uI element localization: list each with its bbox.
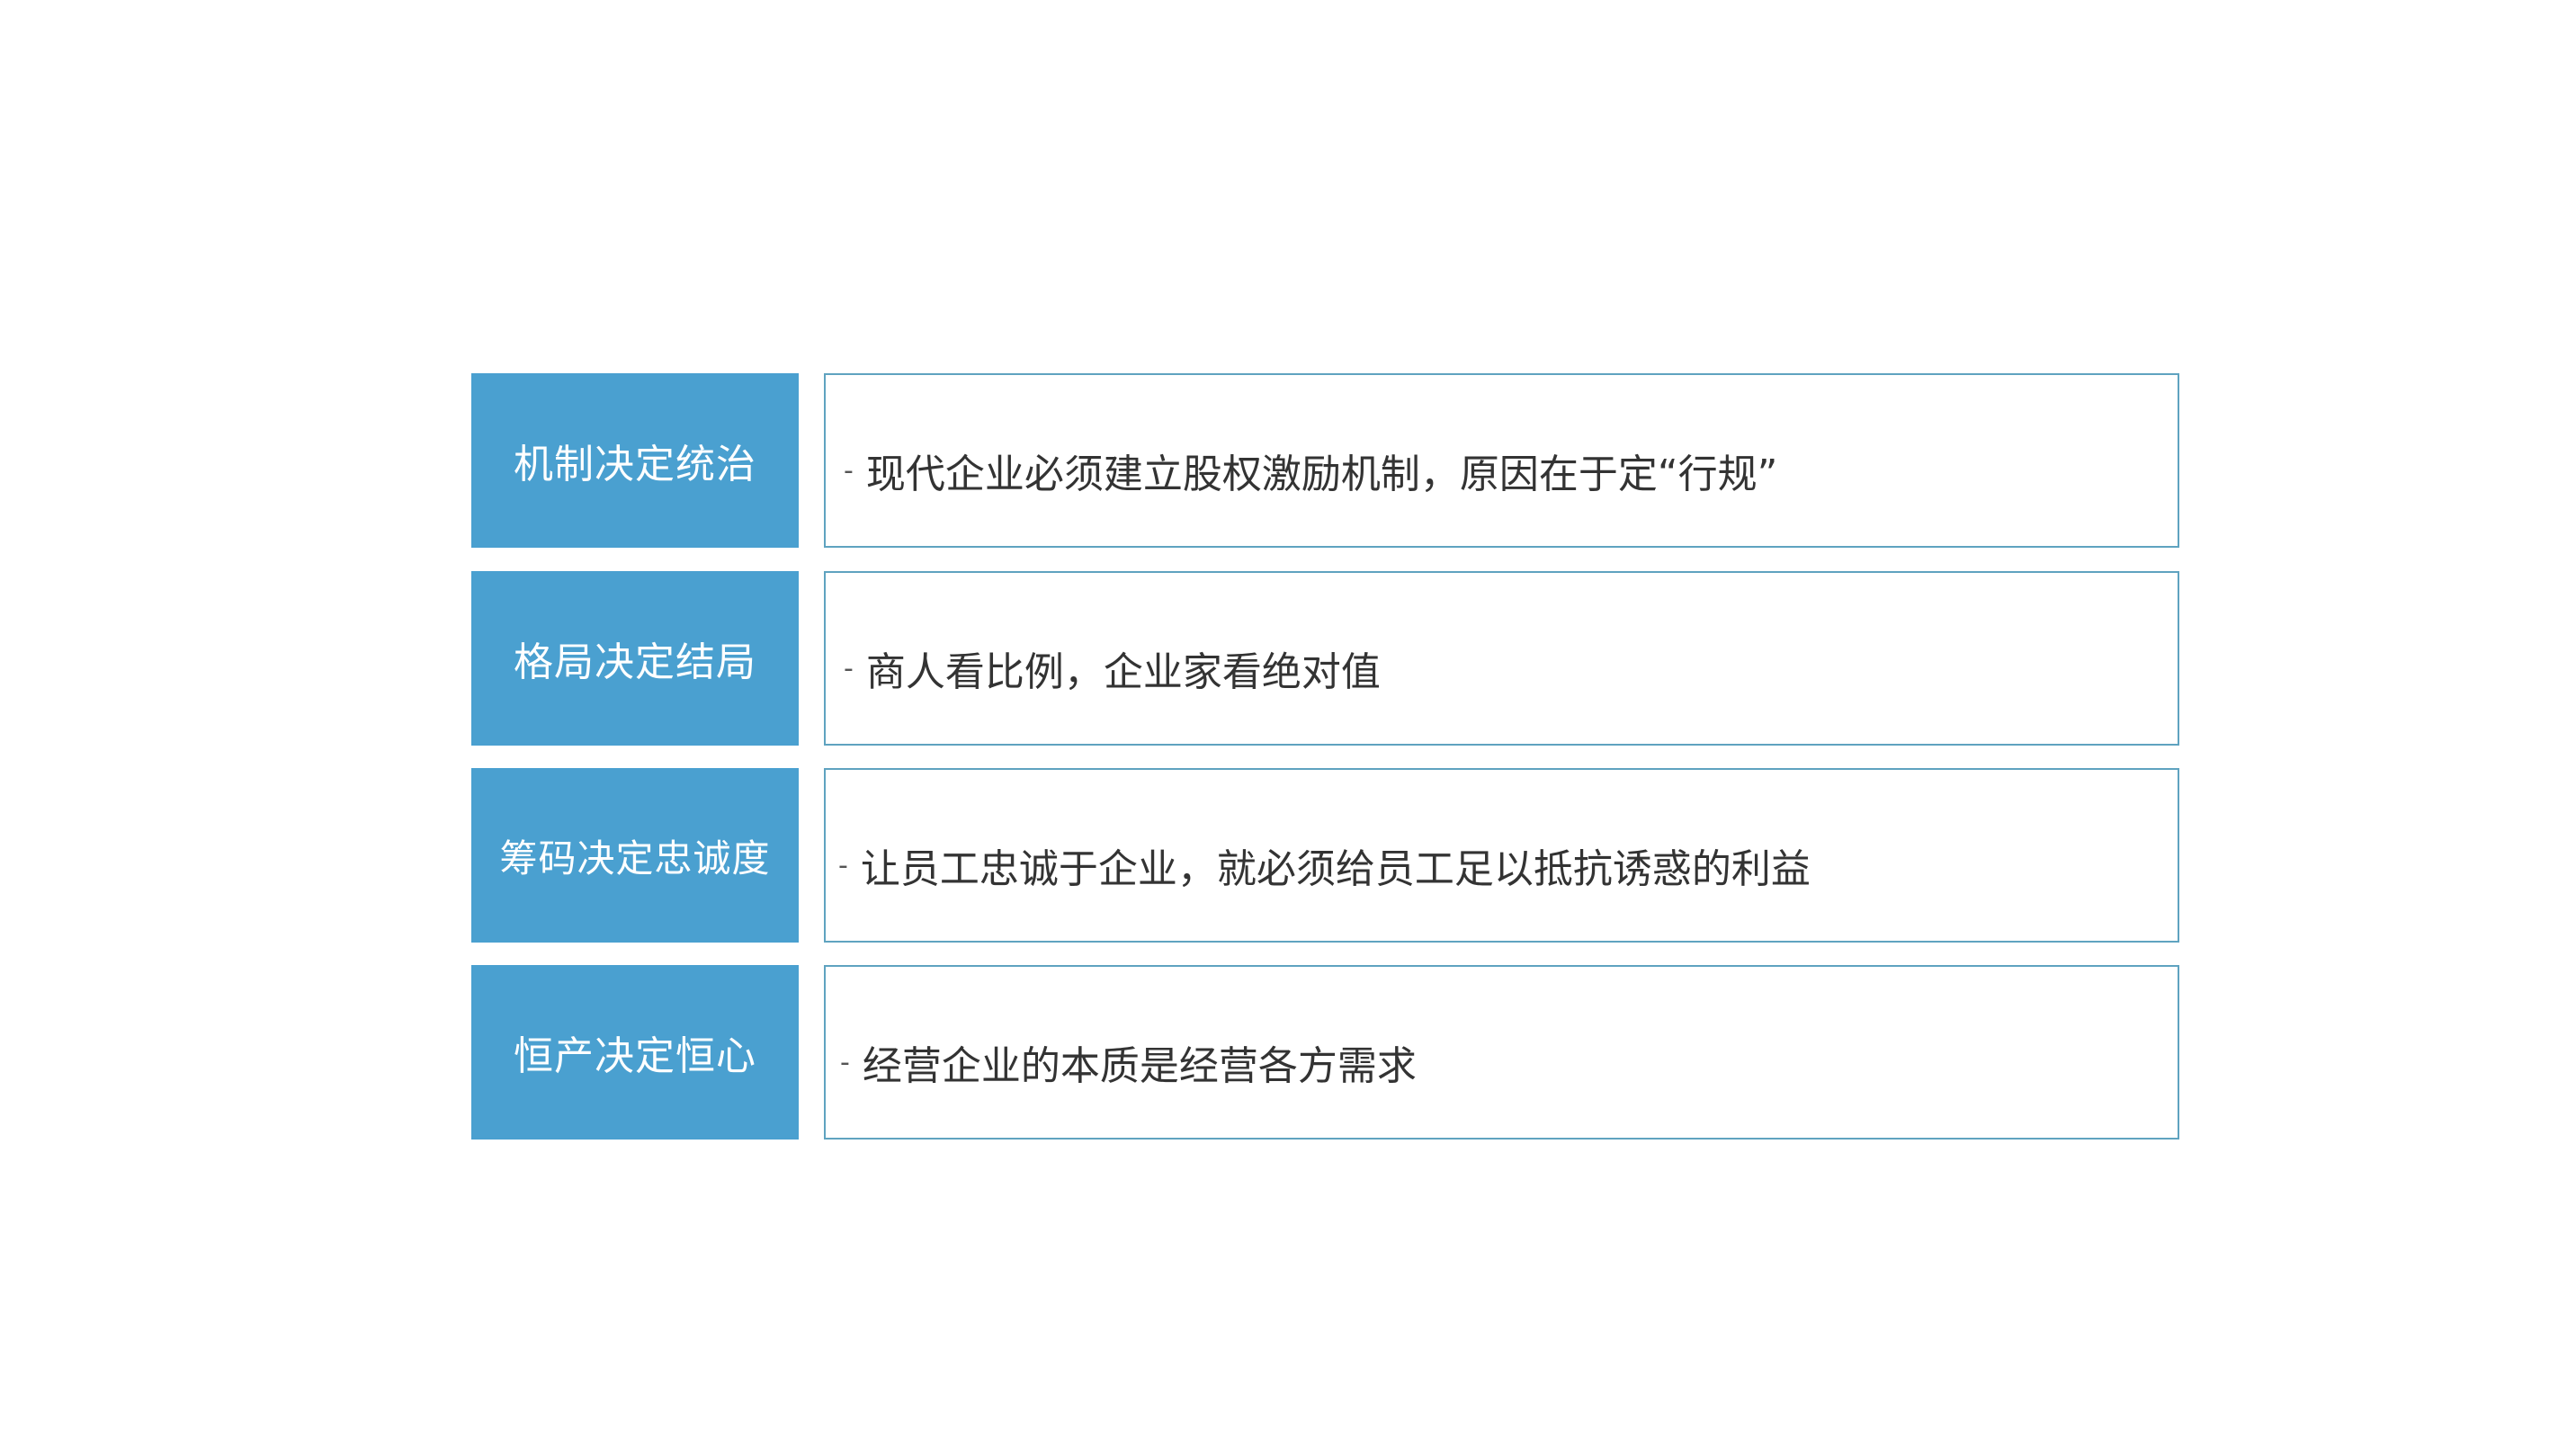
principle-label: 恒产决定恒心 — [471, 965, 799, 1140]
principle-label: 格局决定结局 — [471, 571, 799, 746]
principle-row: 格局决定结局 - 商人看比例，企业家看绝对值 — [471, 571, 2180, 746]
principle-label: 机制决定统治 — [471, 373, 799, 548]
principle-row: 恒产决定恒心 - 经营企业的本质是经营各方需求 — [471, 965, 2180, 1140]
principle-row: 筹码决定忠诚度 - 让员工忠诚于企业，就必须给员工足以抵抗诱惑的利益 — [471, 768, 2180, 943]
principle-row: 机制决定统治 - 现代企业必须建立股权激励机制，原因在于定“行规” — [471, 373, 2180, 548]
principle-description-box: - 商人看比例，企业家看绝对值 — [824, 571, 2179, 746]
principle-description-box: - 现代企业必须建立股权激励机制，原因在于定“行规” — [824, 373, 2179, 548]
bullet-dash: - — [840, 1046, 850, 1078]
bullet-dash: - — [838, 849, 848, 881]
principle-description: 让员工忠诚于企业，就必须给员工足以抵抗诱惑的利益 — [860, 846, 1811, 892]
bullet-dash: - — [844, 652, 854, 684]
principle-description: 经营企业的本质是经营各方需求 — [862, 1043, 1417, 1089]
principle-description: 现代企业必须建立股权激励机制，原因在于定“行规” — [865, 451, 1778, 497]
principle-description: 商人看比例，企业家看绝对值 — [865, 649, 1381, 695]
principle-description-box: - 让员工忠诚于企业，就必须给员工足以抵抗诱惑的利益 — [824, 768, 2179, 943]
principle-description-box: - 经营企业的本质是经营各方需求 — [824, 965, 2179, 1140]
bullet-dash: - — [844, 454, 854, 487]
principle-label: 筹码决定忠诚度 — [471, 768, 799, 943]
